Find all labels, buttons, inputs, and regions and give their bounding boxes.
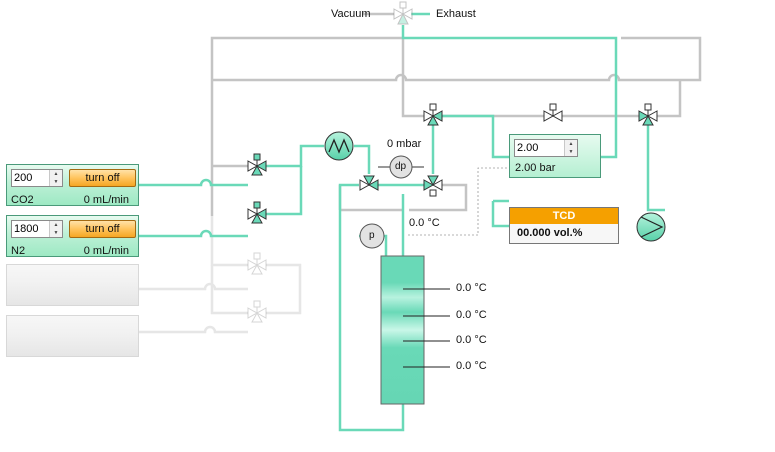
dp-reading: 0 mbar bbox=[387, 138, 422, 150]
gas-name: N2 bbox=[11, 245, 26, 257]
pressure-setpoint-stepper[interactable]: ▲ ▼ bbox=[514, 139, 578, 157]
pump-icon bbox=[636, 212, 666, 242]
dp-sensor-label: dp bbox=[395, 161, 407, 172]
mfc-setpoint-input[interactable] bbox=[14, 222, 50, 236]
mfc-setpoint-stepper[interactable]: ▲ ▼ bbox=[11, 220, 63, 238]
flow-reading: 0 mL/min bbox=[83, 194, 129, 206]
mfc-panel-n2: ▲ ▼ turn off N2 0 mL/min bbox=[6, 215, 139, 257]
heater-temperature: 0.0 °C bbox=[409, 217, 440, 229]
column-temp-1: 0.0 °C bbox=[456, 282, 487, 294]
reactor-column bbox=[380, 255, 425, 405]
tcd-value: 00.000 vol.% bbox=[517, 227, 583, 239]
signal-lines bbox=[408, 167, 509, 236]
valve-icon bbox=[543, 103, 563, 122]
pressure-setpoint-input[interactable] bbox=[517, 141, 563, 155]
mfc-setpoint-stepper[interactable]: ▲ ▼ bbox=[11, 169, 63, 187]
valve-icon bbox=[638, 103, 658, 126]
valve-icon bbox=[359, 175, 379, 191]
valve-icon bbox=[423, 103, 443, 126]
spin-down-icon[interactable]: ▼ bbox=[564, 148, 577, 156]
vacuum-label: Vacuum bbox=[331, 8, 371, 20]
p-sensor bbox=[359, 223, 385, 249]
spin-down-icon[interactable]: ▼ bbox=[49, 229, 62, 237]
mfc-panel-empty bbox=[6, 315, 139, 357]
column-probes bbox=[403, 288, 450, 368]
spin-up-icon[interactable]: ▲ bbox=[49, 170, 62, 178]
tcd-display: TCD 00.000 vol.% bbox=[509, 207, 619, 244]
turn-off-button[interactable]: turn off bbox=[69, 220, 136, 238]
pressure-controller: ▲ ▼ 2.00 bar bbox=[509, 134, 601, 178]
spin-up-icon[interactable]: ▲ bbox=[564, 140, 577, 148]
spin-down-icon[interactable]: ▼ bbox=[49, 178, 62, 186]
valve-icon bbox=[423, 175, 443, 197]
mfc-panel-empty bbox=[6, 264, 139, 306]
valve-icon bbox=[247, 153, 267, 176]
tcd-title: TCD bbox=[510, 208, 618, 224]
valve-icon bbox=[247, 300, 267, 323]
p-sensor-label: p bbox=[369, 230, 375, 241]
column-temp-2: 0.0 °C bbox=[456, 309, 487, 321]
valve-icon bbox=[393, 1, 413, 25]
spin-up-icon[interactable]: ▲ bbox=[49, 221, 62, 229]
flow-reading: 0 mL/min bbox=[83, 245, 129, 257]
valve-icon bbox=[247, 252, 267, 275]
column-temp-3: 0.0 °C bbox=[456, 334, 487, 346]
turn-off-button[interactable]: turn off bbox=[69, 169, 136, 187]
mfc-setpoint-input[interactable] bbox=[14, 171, 50, 185]
mfc-panel-co2: ▲ ▼ turn off CO2 0 mL/min bbox=[6, 164, 139, 206]
dp-sensor bbox=[389, 155, 413, 179]
pressure-reading: 2.00 bar bbox=[515, 162, 556, 174]
exhaust-label: Exhaust bbox=[436, 8, 476, 20]
heat-exchanger-icon bbox=[324, 131, 354, 161]
valve-icon bbox=[247, 201, 267, 224]
faded-lines bbox=[139, 216, 302, 334]
column-temp-4: 0.0 °C bbox=[456, 360, 487, 372]
gas-name: CO2 bbox=[11, 194, 34, 206]
